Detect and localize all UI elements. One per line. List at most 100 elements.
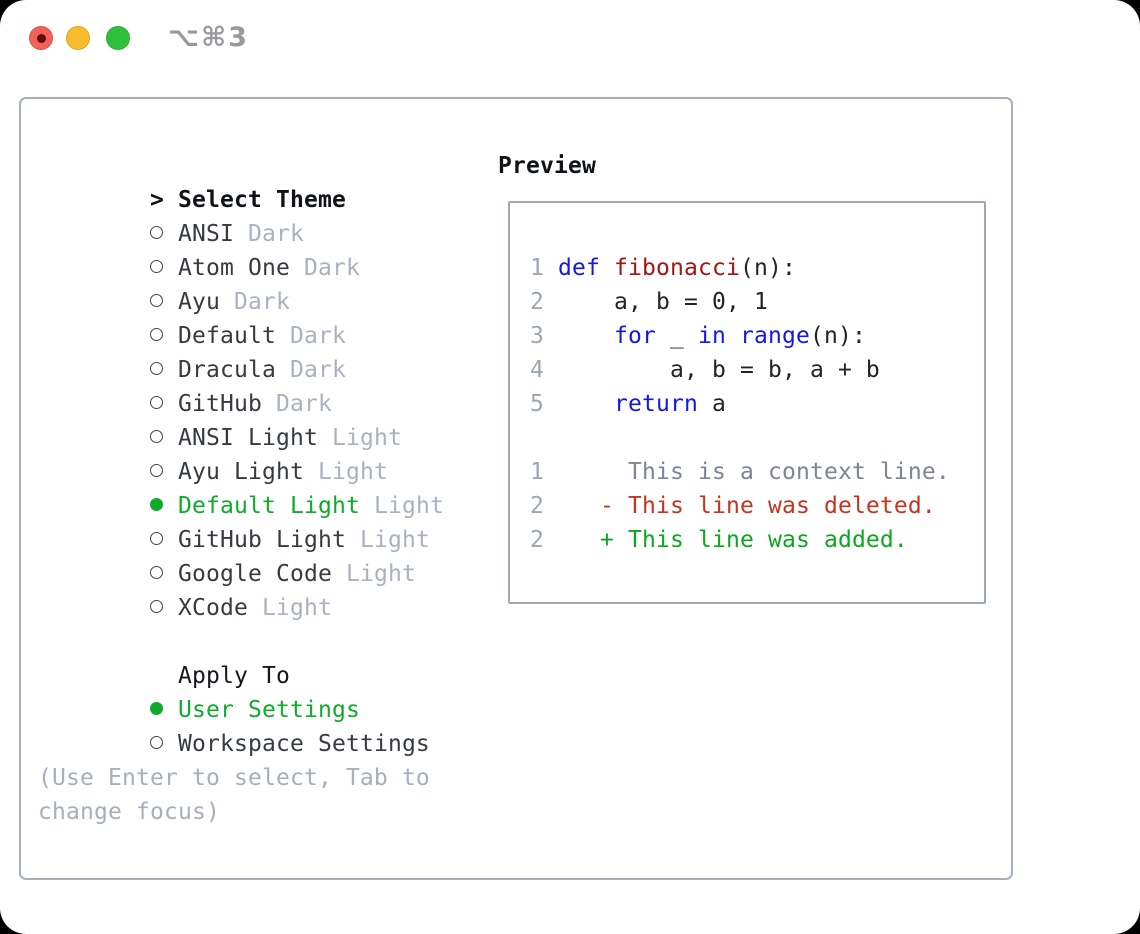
theme-name: GitHub — [177, 391, 262, 417]
titlebar: ⌥⌘3 — [0, 0, 1140, 76]
apply-option-user-settings[interactable]: User Settings — [38, 659, 478, 723]
theme-variant-tag: Dark — [247, 221, 304, 247]
prompt-caret-icon: > — [149, 187, 164, 213]
theme-option-ayu-light[interactable]: Ayu Light Light — [38, 421, 478, 485]
theme-variant-tag: Dark — [233, 289, 290, 315]
theme-option-atom-one-dark[interactable]: Atom One Dark — [38, 217, 478, 281]
diff-added-line: 2 + This line was added. — [530, 523, 984, 557]
theme-name: ANSI — [177, 221, 234, 247]
line-number: 5 — [530, 391, 544, 417]
apply-option-label: User Settings — [177, 697, 360, 723]
theme-variant-tag: Dark — [275, 391, 332, 417]
theme-option-default-dark[interactable]: Default Dark — [38, 285, 478, 349]
theme-option-ayu-dark[interactable]: Ayu Dark — [38, 251, 478, 315]
theme-option-dracula-dark[interactable]: Dracula Dark — [38, 319, 478, 383]
code-line: 3 for _ in range(n): — [530, 319, 984, 353]
select-theme-header: > Select Theme — [38, 149, 478, 213]
window-title: ⌥⌘3 — [168, 22, 249, 53]
code-token: a — [697, 391, 726, 417]
theme-option-ansi-dark[interactable]: ANSI Dark — [38, 183, 478, 247]
theme-variant-tag: Light — [261, 595, 332, 621]
select-theme-title: Select Theme — [177, 187, 346, 213]
theme-name: Atom One — [177, 255, 290, 281]
theme-option-default-light[interactable]: Default Light Light — [38, 455, 478, 519]
code-line: 5 return a — [530, 387, 984, 421]
radio-selected-icon — [149, 702, 163, 715]
line-number: 2 — [530, 527, 544, 553]
theme-variant-tag: Dark — [289, 323, 346, 349]
code-token-function: fibonacci — [614, 255, 740, 281]
theme-option-github-dark[interactable]: GitHub Dark — [38, 353, 478, 417]
theme-option-xcode-light[interactable]: XCode Light — [38, 557, 478, 621]
code-token-keyword: in — [698, 323, 726, 349]
diff-deleted-line: 2 - This line was deleted. — [530, 489, 984, 523]
diff-context-text: This is a context line. — [544, 459, 950, 485]
radio-icon — [149, 566, 163, 579]
code-line: 4 a, b = b, a + b — [530, 353, 984, 387]
code-token: a, b = b, a + b — [544, 357, 880, 383]
theme-option-github-light[interactable]: GitHub Light Light — [38, 489, 478, 553]
theme-name: Ayu Light — [177, 459, 304, 485]
diff-added-text: + This line was added. — [544, 527, 908, 553]
theme-name: GitHub Light — [177, 527, 346, 553]
radio-icon — [149, 464, 163, 477]
theme-name: XCode — [177, 595, 248, 621]
theme-name: Default — [177, 323, 276, 349]
preview-pane: 1 def fibonacci(n): 2 a, b = 0, 1 3 for … — [508, 201, 986, 604]
radio-icon — [149, 532, 163, 545]
theme-name: Dracula — [177, 357, 276, 383]
line-number: 2 — [530, 493, 544, 519]
code-line: 1 def fibonacci(n): — [530, 251, 984, 285]
close-button[interactable] — [29, 26, 53, 50]
radio-icon — [149, 260, 163, 273]
code-line: 2 a, b = 0, 1 — [530, 285, 984, 319]
theme-variant-tag: Light — [373, 493, 444, 519]
code-token-keyword: for — [614, 323, 656, 349]
radio-icon — [149, 226, 163, 239]
code-token — [544, 391, 614, 417]
hint-text: (Use Enter to select, Tab to change focu… — [38, 765, 430, 825]
code-token-keyword: range — [740, 323, 810, 349]
diff-context-line: 1 This is a context line. — [530, 455, 984, 489]
code-token-keyword: return — [614, 391, 698, 417]
code-token — [544, 255, 558, 281]
code-token: (n): — [810, 323, 866, 349]
radio-icon — [149, 736, 163, 749]
radio-icon — [149, 600, 163, 613]
code-token: _ — [656, 323, 698, 349]
theme-name: Google Code — [177, 561, 332, 587]
code-token — [544, 323, 614, 349]
theme-option-google-code-light[interactable]: Google Code Light — [38, 523, 478, 587]
radio-icon — [149, 396, 163, 409]
radio-selected-icon — [149, 498, 163, 511]
apply-to-title: Apply To — [177, 663, 290, 689]
minimize-button[interactable] — [66, 26, 90, 50]
radio-icon — [149, 430, 163, 443]
code-token-keyword: def — [558, 255, 600, 281]
radio-icon — [149, 362, 163, 375]
preview-title: Preview — [498, 153, 596, 179]
code-token — [600, 255, 614, 281]
zoom-button[interactable] — [106, 26, 130, 50]
unsaved-dot-icon — [36, 33, 46, 43]
line-number: 2 — [530, 289, 544, 315]
apply-option-label: Workspace Settings — [177, 731, 430, 757]
code-token: (n): — [739, 255, 796, 281]
theme-name: ANSI Light — [177, 425, 318, 451]
theme-name: Default Light — [177, 493, 360, 519]
diff-deleted-text: - This line was deleted. — [544, 493, 936, 519]
theme-variant-tag: Light — [331, 425, 402, 451]
code-token: a, b = 0, 1 — [544, 289, 768, 315]
theme-name: Ayu — [177, 289, 220, 315]
apply-to-header: Apply To — [38, 625, 478, 689]
radio-icon — [149, 294, 163, 307]
theme-variant-tag: Light — [359, 527, 430, 553]
radio-icon — [149, 328, 163, 341]
apply-option-workspace-settings[interactable]: Workspace Settings — [38, 693, 478, 757]
theme-option-ansi-light[interactable]: ANSI Light Light — [38, 387, 478, 451]
theme-variant-tag: Light — [317, 459, 388, 485]
code-token — [726, 323, 740, 349]
line-number: 1 — [530, 459, 544, 485]
